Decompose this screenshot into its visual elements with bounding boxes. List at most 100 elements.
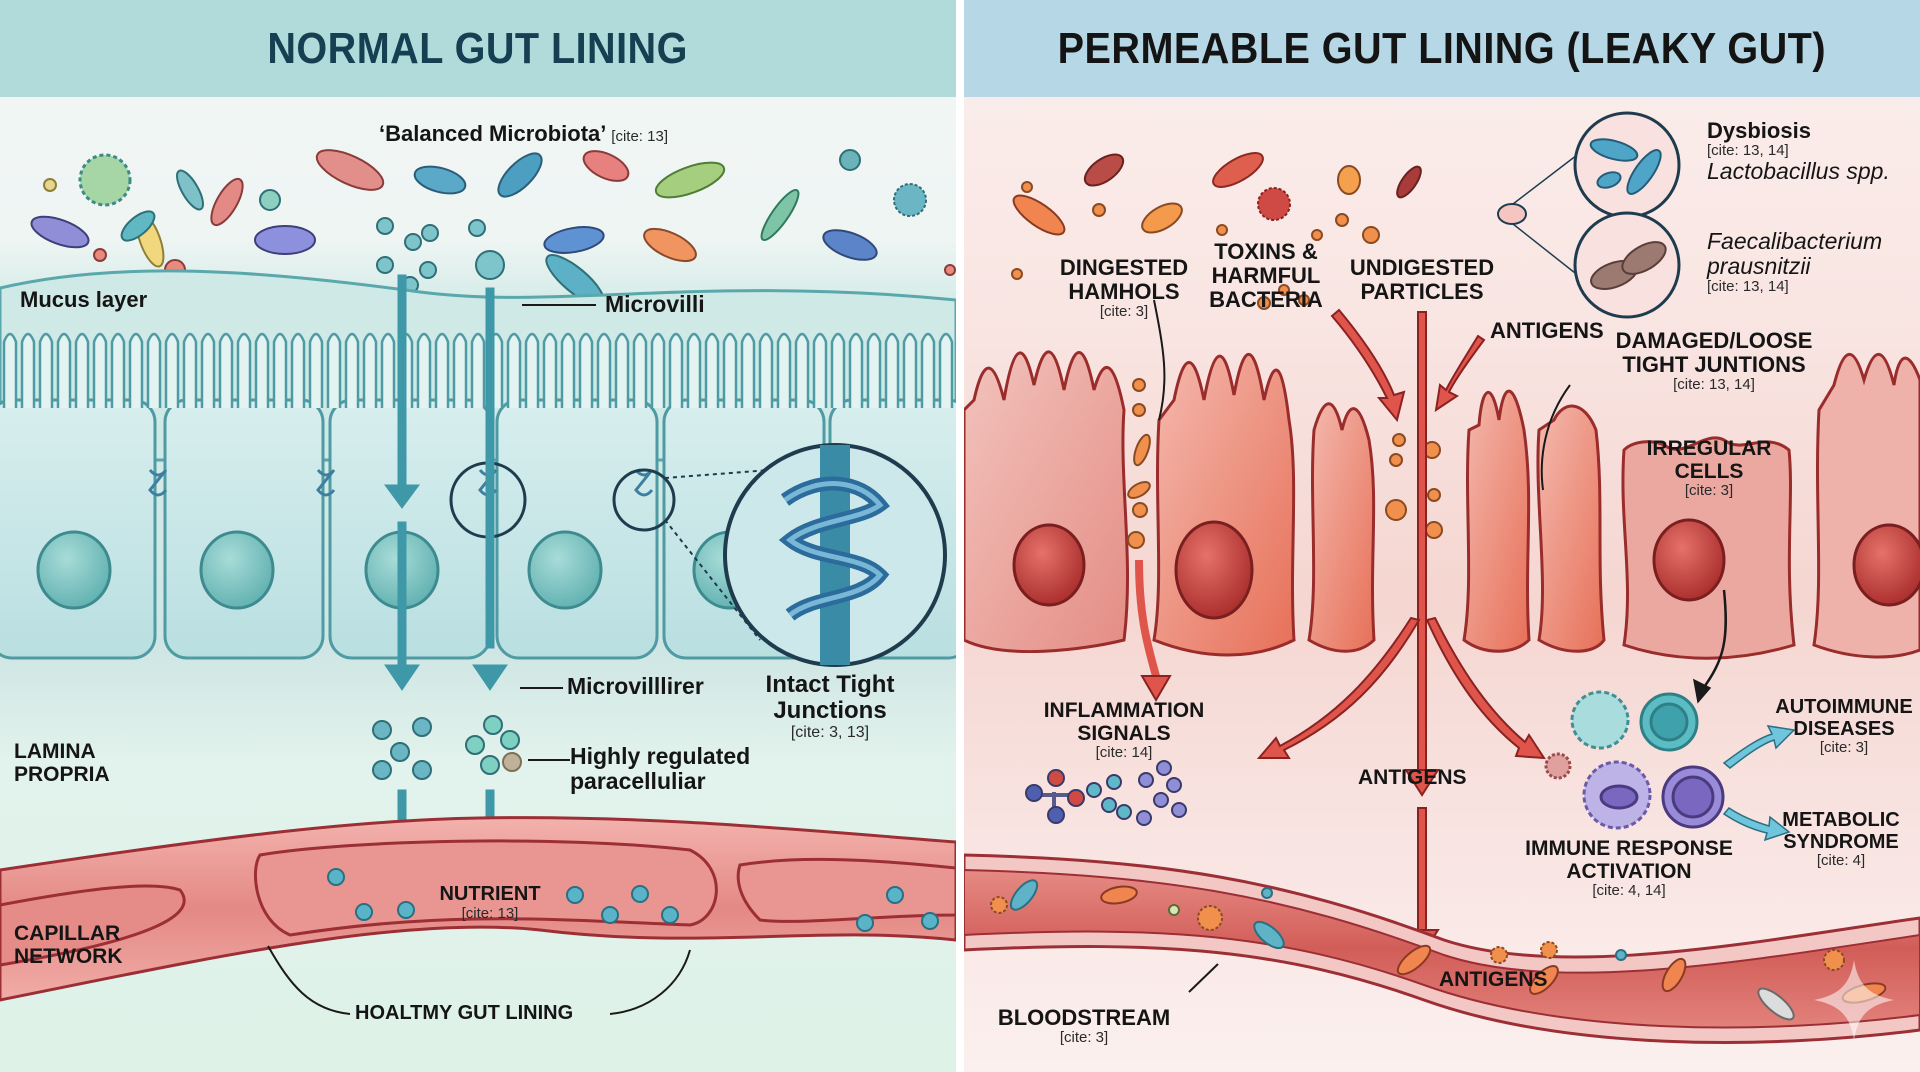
panel-divider — [956, 0, 964, 1072]
faecalibacterium-label: Faecalibacterium prausnitzii [cite: 13, … — [1707, 228, 1883, 295]
irregular-cells-label: IRREGULAR CELLS [cite: 3] — [1646, 437, 1772, 500]
leaky-gut-header: PERMEABLE GUT LINING (LEAKY GUT) — [964, 0, 1920, 97]
normal-gut-title: NORMAL GUT LINING — [267, 23, 689, 73]
lamina-propria-label: LAMINA PROPRIA — [14, 740, 110, 786]
virus-icon — [1257, 187, 1291, 221]
microvillus — [74, 332, 90, 408]
microvillus — [740, 332, 756, 408]
outcome-arrows — [1692, 589, 1796, 842]
balanced-microbiota-label: ‘Balanced Microbiota’ [cite: 13] — [379, 121, 668, 146]
microvillus — [308, 332, 324, 408]
microvillirer-label: Microvilllirer — [567, 673, 704, 699]
microvilli-label: Microvilli — [605, 291, 705, 317]
mucus-layer-label: Mucus layer — [20, 287, 148, 312]
microvillus — [776, 332, 792, 408]
microvillus — [830, 332, 846, 408]
microvillus — [812, 332, 828, 408]
microvilli-brush-border — [2, 332, 954, 408]
microvillus — [848, 332, 864, 408]
nutrient-particles-top — [376, 217, 505, 294]
normal-gut-panel: NORMAL GUT LINING — [0, 0, 956, 1072]
bloodstream-vessel — [964, 853, 1920, 1044]
microvillus — [362, 332, 378, 408]
damaged-tight-junctions-label: DAMAGED/LOOSE TIGHT JUNTIONS [cite: 13, … — [1615, 328, 1813, 393]
microvillus — [56, 332, 72, 408]
microvillus — [758, 332, 774, 408]
dingested-hamhols-label: DINGESTED HAMHOLS [cite: 3] — [1059, 255, 1189, 320]
microvillus — [218, 332, 234, 408]
microvillus — [182, 332, 198, 408]
microvillus — [38, 332, 54, 408]
microvillus — [668, 332, 684, 408]
lactobacillus-circle — [1573, 111, 1681, 219]
cell-nucleus-icon — [1012, 518, 1920, 620]
microvillus — [128, 332, 144, 408]
microvillus — [524, 332, 540, 408]
bacterium-icon — [30, 149, 956, 306]
nutrient-particles-mid — [372, 715, 522, 780]
harmful-bacteria-group — [1011, 152, 1422, 310]
microvillus — [236, 332, 252, 408]
toxins-harmful-bacteria-label: TOXINS & HARMFUL BACTERIA — [1209, 239, 1323, 312]
microvillus — [200, 332, 216, 408]
highly-regulated-label: Highly regulated paracelluliar — [570, 743, 751, 794]
inflammation-molecules-icon — [1025, 760, 1187, 826]
microvillus — [344, 332, 360, 408]
normal-gut-header: NORMAL GUT LINING — [0, 0, 956, 97]
microvillus — [20, 332, 36, 408]
microvillus — [614, 332, 630, 408]
microvillus — [704, 332, 720, 408]
nutrient-label: NUTRIENT [cite: 13] — [439, 883, 541, 922]
bloodstream-label: BLOODSTREAM [cite: 3] — [997, 1005, 1171, 1046]
immune-cells-icon — [1544, 690, 1725, 830]
microvillus — [884, 332, 900, 408]
microvillus — [146, 332, 162, 408]
antigens-top-label: ANTIGENS — [1490, 318, 1604, 343]
leaky-gut-title: PERMEABLE GUT LINING (LEAKY GUT) — [1057, 23, 1827, 73]
dysbiosis-inset — [1497, 111, 1681, 319]
microbiota-group — [30, 149, 956, 306]
microvillus — [272, 332, 288, 408]
microvillus — [902, 332, 918, 408]
leaking-particles — [1127, 378, 1443, 549]
intact-tight-junctions-label: Intact Tight Junctions [cite: 3, 13] — [765, 671, 895, 741]
microvillus — [794, 332, 810, 408]
microvillus — [290, 332, 306, 408]
microvillus — [470, 332, 486, 408]
leaky-gut-illustration — [964, 111, 1920, 1044]
microvillus — [578, 332, 594, 408]
capillar-network-label: CAPILLAR NETWORK — [14, 922, 123, 968]
magnified-tight-junction-icon — [723, 443, 947, 667]
metabolic-syndrome-label: METABOLIC SYNDROME [cite: 4] — [1782, 809, 1900, 870]
antigens-mid-label: ANTIGENS — [1358, 766, 1467, 789]
microvillus — [560, 332, 576, 408]
microvillus — [938, 332, 954, 408]
sparkle-icon — [1814, 960, 1894, 1040]
dysbiosis-label: Dysbiosis [cite: 13, 14] Lactobacillus s… — [1707, 118, 1890, 184]
microvillus — [596, 332, 612, 408]
healthy-gut-label: HOALTMY GUT LINING — [355, 1002, 574, 1024]
microvillus — [866, 332, 882, 408]
microvillus — [722, 332, 738, 408]
microvillus — [542, 332, 558, 408]
microvillus — [254, 332, 270, 408]
undigested-particles-label: UNDIGESTED PARTICLES — [1349, 255, 1495, 304]
microvillus — [434, 332, 450, 408]
autoimmune-diseases-label: AUTOIMMUNE DISEASES [cite: 3] — [1775, 696, 1913, 757]
microvillus — [164, 332, 180, 408]
microvillus — [920, 332, 936, 408]
leaky-gut-panel: PERMEABLE GUT LINING (LEAKY GUT) — [964, 0, 1920, 1072]
microvillus — [452, 332, 468, 408]
microvillus — [326, 332, 342, 408]
microvillus — [506, 332, 522, 408]
microvillus — [650, 332, 666, 408]
damaged-epithelial-cells — [964, 350, 1920, 660]
microvillus — [110, 332, 126, 408]
normal-gut-illustration — [0, 149, 956, 1015]
inflammation-signals-label: INFLAMMATION SIGNALS [cite: 14] — [1043, 699, 1205, 762]
microvillus — [2, 332, 18, 408]
immune-response-label: IMMUNE RESPONSE ACTIVATION [cite: 4, 14] — [1525, 837, 1733, 900]
microvillus — [380, 332, 396, 408]
microvillus — [92, 332, 108, 408]
capillary-network — [0, 816, 956, 1002]
